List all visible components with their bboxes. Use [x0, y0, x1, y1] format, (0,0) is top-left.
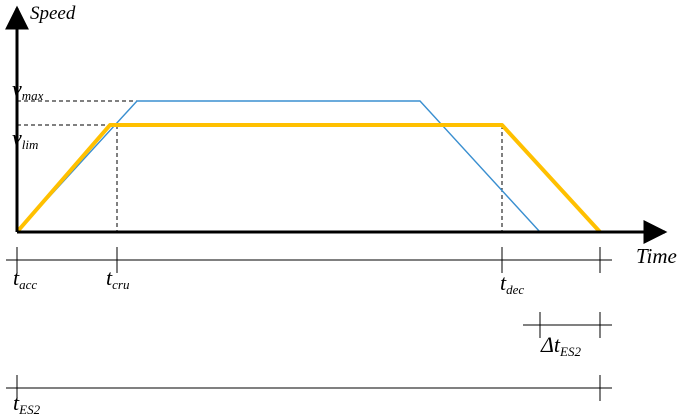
vmax-label: vmax [12, 76, 44, 103]
tcru-label: tcru [106, 265, 130, 292]
x-axis-label: Time [636, 244, 677, 268]
tacc-label: tacc [13, 265, 37, 292]
vlim-label: vlim [12, 125, 38, 152]
max-speed-profile [16, 100, 541, 233]
tes2-label: tES2 [13, 390, 41, 417]
delta-tes2-label: ΔtES2 [540, 332, 581, 359]
tdec-label: tdec [500, 270, 524, 297]
limited-speed-profile [15, 123, 602, 234]
y-axis-label: Speed [30, 3, 76, 24]
